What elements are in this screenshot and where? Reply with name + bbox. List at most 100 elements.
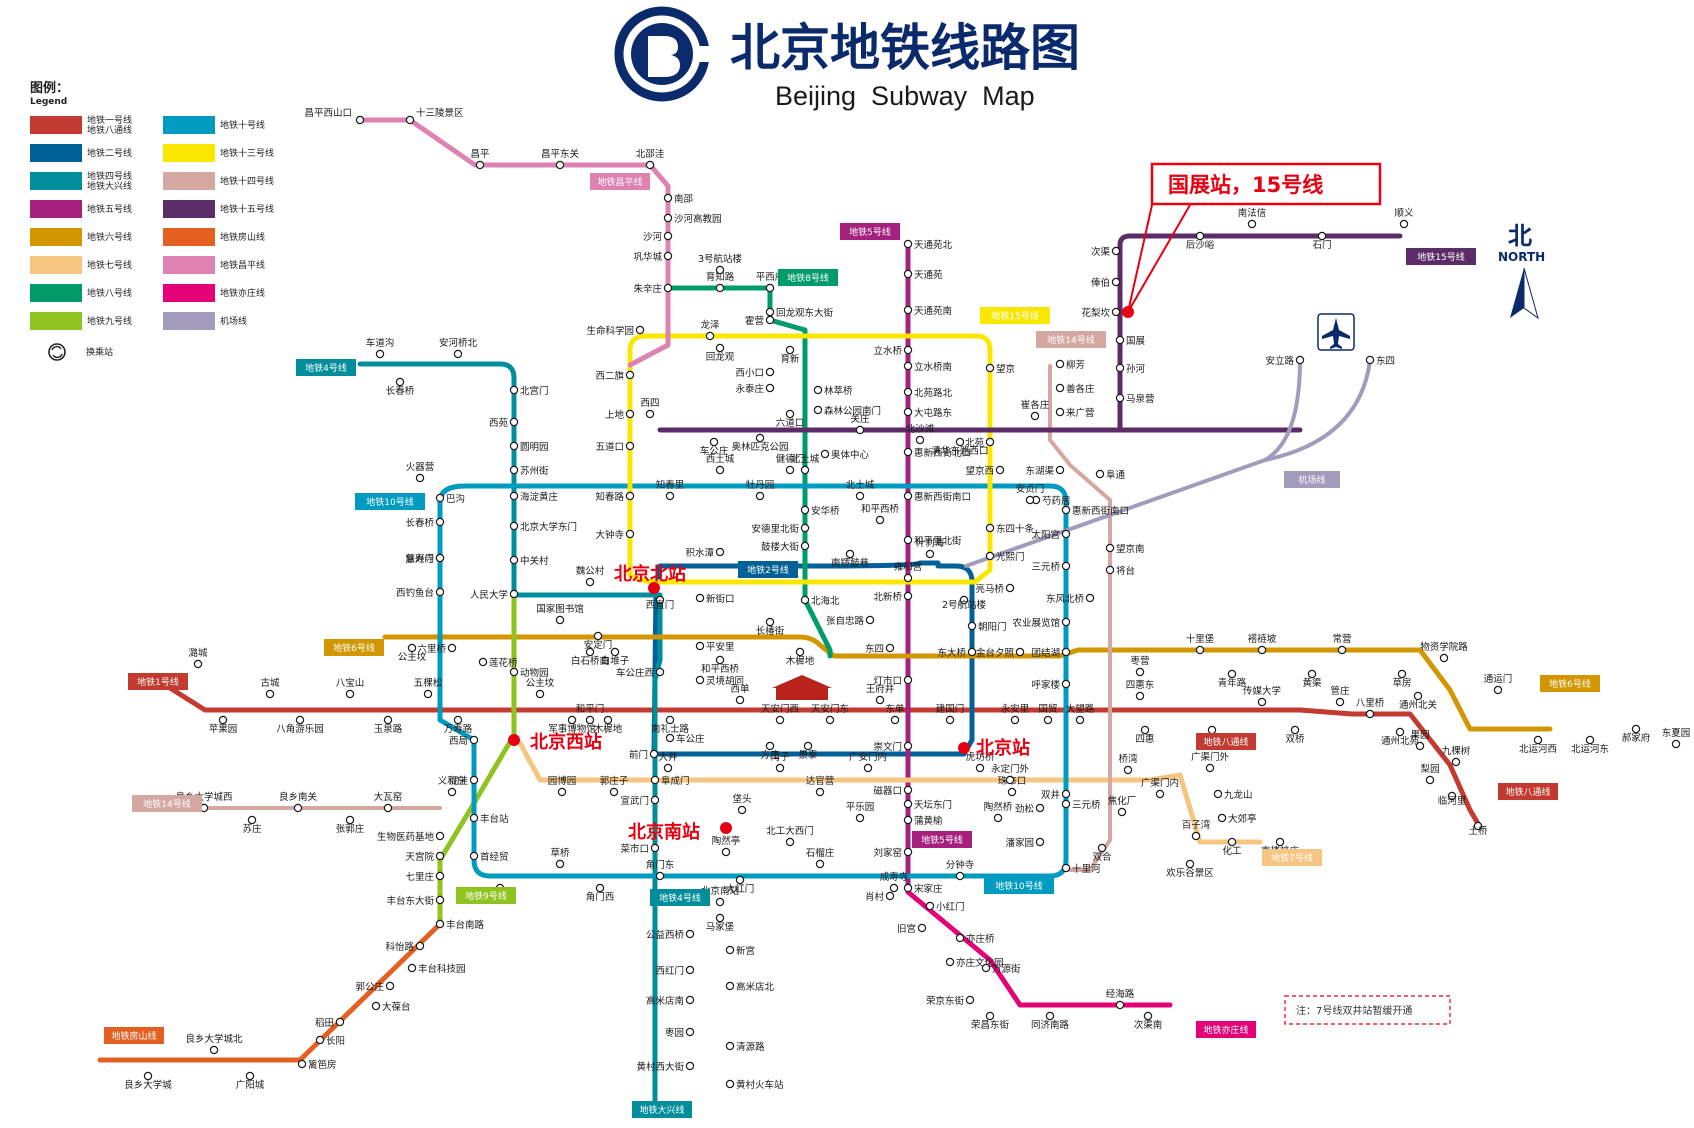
station-dot[interactable] — [435, 493, 445, 503]
station-label[interactable]: 郝家府 — [1622, 732, 1651, 744]
station-dot[interactable] — [903, 447, 913, 457]
station-label[interactable]: 西土城 — [706, 453, 735, 465]
station-label[interactable]: 成寿寺 — [880, 871, 909, 883]
station-label[interactable]: 和平西桥 — [701, 663, 740, 675]
station-label[interactable]: 南法信 — [1238, 207, 1267, 219]
station-dot[interactable] — [765, 283, 775, 293]
station-dot[interactable] — [1290, 725, 1300, 735]
station-dot[interactable] — [813, 405, 823, 415]
station-label[interactable]: 东夏园 — [1662, 727, 1691, 739]
station-label[interactable]: 公主坟 — [398, 651, 427, 663]
station-label[interactable]: 牡丹园 — [746, 479, 775, 491]
station-dot[interactable] — [1043, 715, 1053, 725]
station-dot[interactable] — [775, 763, 785, 773]
station-dot[interactable] — [695, 641, 705, 651]
station-label[interactable]: 角门东 — [646, 859, 675, 871]
station-dot[interactable] — [663, 213, 673, 223]
station-label[interactable]: 临河里 — [1438, 795, 1467, 807]
station-dot[interactable] — [705, 331, 715, 341]
station-label[interactable]: 新宫 — [736, 945, 755, 957]
station-dot[interactable] — [1317, 231, 1327, 241]
station-dot[interactable] — [1671, 739, 1681, 749]
station-label[interactable]: 动物园 — [520, 667, 549, 679]
station-label[interactable]: 安贞门 — [1016, 483, 1045, 495]
station-label[interactable]: 关庄 — [850, 413, 870, 425]
station-dot[interactable] — [965, 995, 975, 1005]
station-dot[interactable] — [825, 715, 835, 725]
station-dot[interactable] — [469, 851, 479, 861]
station-dot[interactable] — [903, 591, 913, 601]
station-label[interactable]: 草房 — [1392, 677, 1411, 689]
station-label[interactable]: 黄村火车站 — [736, 1079, 784, 1091]
station-dot[interactable] — [1061, 561, 1071, 571]
station-dot[interactable] — [435, 517, 445, 527]
station-label[interactable]: 百子湾 — [1182, 819, 1211, 831]
station-label[interactable]: 育知路 — [706, 271, 735, 283]
station-label[interactable]: 生物医药基地 — [377, 831, 435, 843]
station-label[interactable]: 昌平 — [470, 149, 490, 160]
station-dot[interactable] — [765, 741, 775, 751]
station-label[interactable]: 沙河高教园 — [674, 213, 722, 225]
station-dot[interactable] — [889, 883, 899, 893]
station-label[interactable]: 苏州街 — [520, 465, 549, 477]
station-dot[interactable] — [975, 763, 985, 773]
station-label[interactable]: 车公庄 — [700, 445, 729, 457]
station-dot[interactable] — [345, 689, 355, 699]
station-dot[interactable] — [765, 307, 775, 317]
station-label[interactable]: 王府井 — [866, 683, 895, 695]
station-label[interactable]: 白石桥南 — [571, 655, 609, 667]
station-label[interactable]: 天安门东 — [811, 703, 849, 715]
station-dot[interactable] — [1213, 789, 1223, 799]
station-dot[interactable] — [785, 345, 795, 355]
station-label[interactable]: 圆明园 — [520, 442, 549, 453]
station-dot[interactable] — [820, 449, 830, 459]
station-dot[interactable] — [903, 675, 913, 685]
station-dot[interactable] — [655, 871, 665, 881]
station-label[interactable]: 育新 — [780, 353, 800, 365]
station-dot[interactable] — [585, 647, 595, 657]
station-label[interactable]: 垡头 — [732, 793, 751, 805]
station-dot[interactable] — [1395, 727, 1405, 737]
station-label[interactable]: 木樨地 — [594, 723, 623, 735]
station-label[interactable]: 北新桥 — [873, 591, 902, 603]
station-label[interactable]: 火器营 — [406, 461, 435, 473]
station-label[interactable]: 四惠东 — [1126, 679, 1155, 691]
station-dot[interactable] — [1097, 843, 1107, 853]
station-label[interactable]: 北邵洼 — [636, 148, 665, 160]
station-dot[interactable] — [650, 795, 660, 805]
station-dot[interactable] — [981, 963, 991, 973]
station-dot[interactable] — [585, 577, 595, 587]
station-label[interactable]: 安德里北街 — [751, 523, 799, 535]
station-dot[interactable] — [715, 265, 725, 275]
station-label[interactable]: 虎坊桥 — [966, 751, 995, 763]
station-label[interactable]: 林萃桥 — [824, 385, 853, 397]
station-dot[interactable] — [1217, 813, 1227, 823]
station-dot[interactable] — [1061, 647, 1071, 657]
station-label[interactable]: 古城 — [260, 677, 280, 689]
station-dot[interactable] — [1397, 669, 1407, 679]
station-dot[interactable] — [1247, 219, 1257, 229]
station-dot[interactable] — [863, 763, 873, 773]
station-label[interactable]: 光熙门 — [996, 551, 1025, 563]
station-label[interactable]: 东大桥 — [937, 647, 966, 659]
station-dot[interactable] — [755, 491, 765, 501]
station-label[interactable]: 国贸 — [1038, 703, 1057, 715]
station-dot[interactable] — [1061, 863, 1071, 873]
station-dot[interactable] — [715, 897, 725, 907]
station-dot[interactable] — [1123, 765, 1133, 775]
station-label[interactable]: 后沙峪 — [1186, 240, 1215, 251]
station-label[interactable]: 天坛东门 — [914, 799, 952, 811]
station-label[interactable]: 崇文门 — [873, 741, 902, 753]
station-dot[interactable] — [685, 1027, 695, 1037]
station-dot[interactable] — [985, 523, 995, 533]
station-dot[interactable] — [665, 715, 675, 725]
station-label[interactable]: 广渠门外 — [1191, 751, 1230, 763]
station-label[interactable]: 天通苑南 — [914, 305, 952, 317]
station-dot[interactable] — [785, 409, 795, 419]
station-dot[interactable] — [245, 1071, 255, 1081]
station-label[interactable]: 张郭庄 — [336, 823, 365, 835]
station-label[interactable]: 望京西 — [965, 465, 994, 477]
station-label[interactable]: 西单 — [730, 683, 750, 695]
station-dot[interactable] — [1075, 715, 1085, 725]
station-dot[interactable] — [1337, 645, 1347, 655]
